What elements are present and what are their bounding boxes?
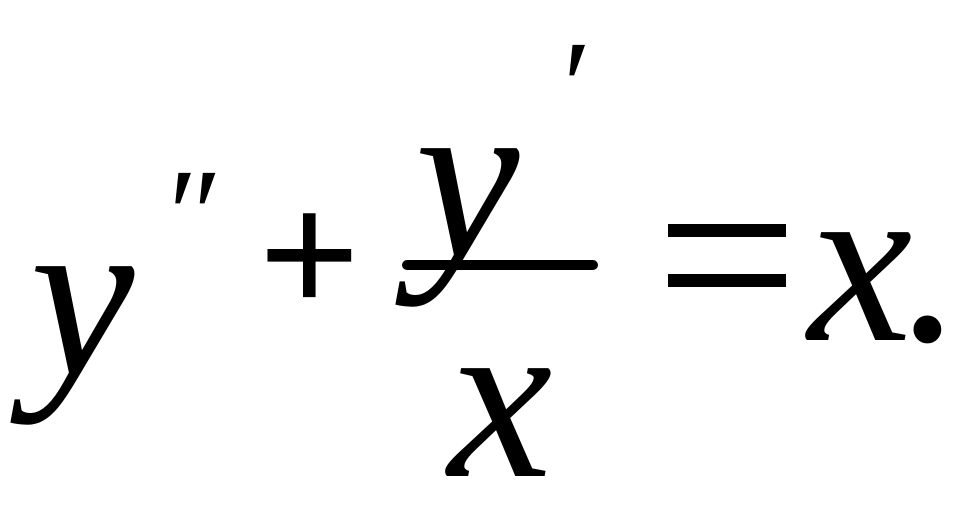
denominator-x-symbol: x: [448, 267, 553, 527]
rhs-x-symbol: x: [808, 131, 913, 391]
plus-operator: +: [258, 155, 361, 354]
lhs-y-symbol: y: [30, 165, 135, 425]
fraction-bar: [402, 260, 598, 270]
numerator-y-symbol: y: [415, 47, 520, 307]
equation: y ″ + y ′ x = x .: [30, 15, 957, 527]
numerator-prime-symbol: ′: [555, 15, 584, 159]
period-symbol: .: [898, 131, 957, 391]
equals-operator-bottom-bar: [668, 274, 786, 287]
double-prime-symbol: ″: [160, 143, 215, 287]
equals-operator-top-bar: [668, 224, 786, 237]
